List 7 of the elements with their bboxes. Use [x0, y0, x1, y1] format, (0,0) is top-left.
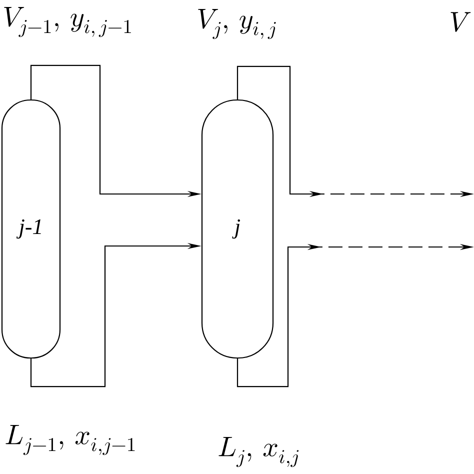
column-vessel: j: [201, 99, 274, 359]
stream-label: $V_{j-1},\, y_{i,\, j-1}$: [4, 6, 131, 38]
column-vessel: j-1: [1, 99, 61, 359]
stream-label: $L_{j},\, x_{i,j}$: [218, 436, 299, 468]
stream-label: $V$: [450, 12, 471, 32]
stream-label: $L_{j-1},\, x_{i,j-1}$: [6, 424, 135, 456]
stream-label: $V_{j},\, y_{i,\, j}$: [198, 8, 276, 40]
